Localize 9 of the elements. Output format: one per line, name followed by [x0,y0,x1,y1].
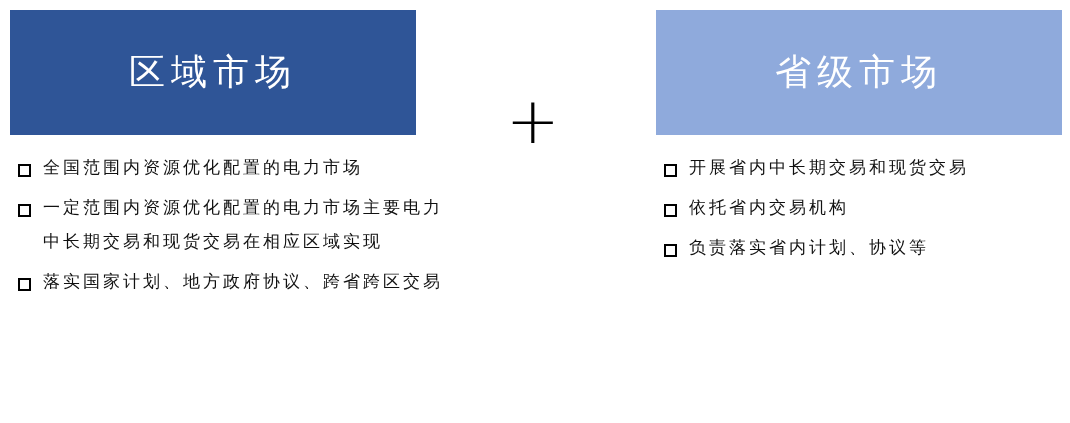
bullet-text: 开展省内中长期交易和现货交易 [689,156,969,179]
bullet-text: 全国范围内资源优化配置的电力市场 [43,156,363,179]
plus-sign: + [506,98,552,144]
title-banner: 区域市场 [10,10,416,135]
bullet-text: 落实国家计划、地方政府协议、跨省跨区交易 [43,270,443,293]
bullet-text: 一定范围内资源优化配置的电力市场主要电力中长期交易和现货交易在相应区域实现 [43,196,444,253]
bullet-text: 负责落实省内计划、协议等 [689,236,929,259]
title-banner: 省级市场 [656,10,1062,135]
bullet-text: 依托省内交易机构 [689,196,849,219]
